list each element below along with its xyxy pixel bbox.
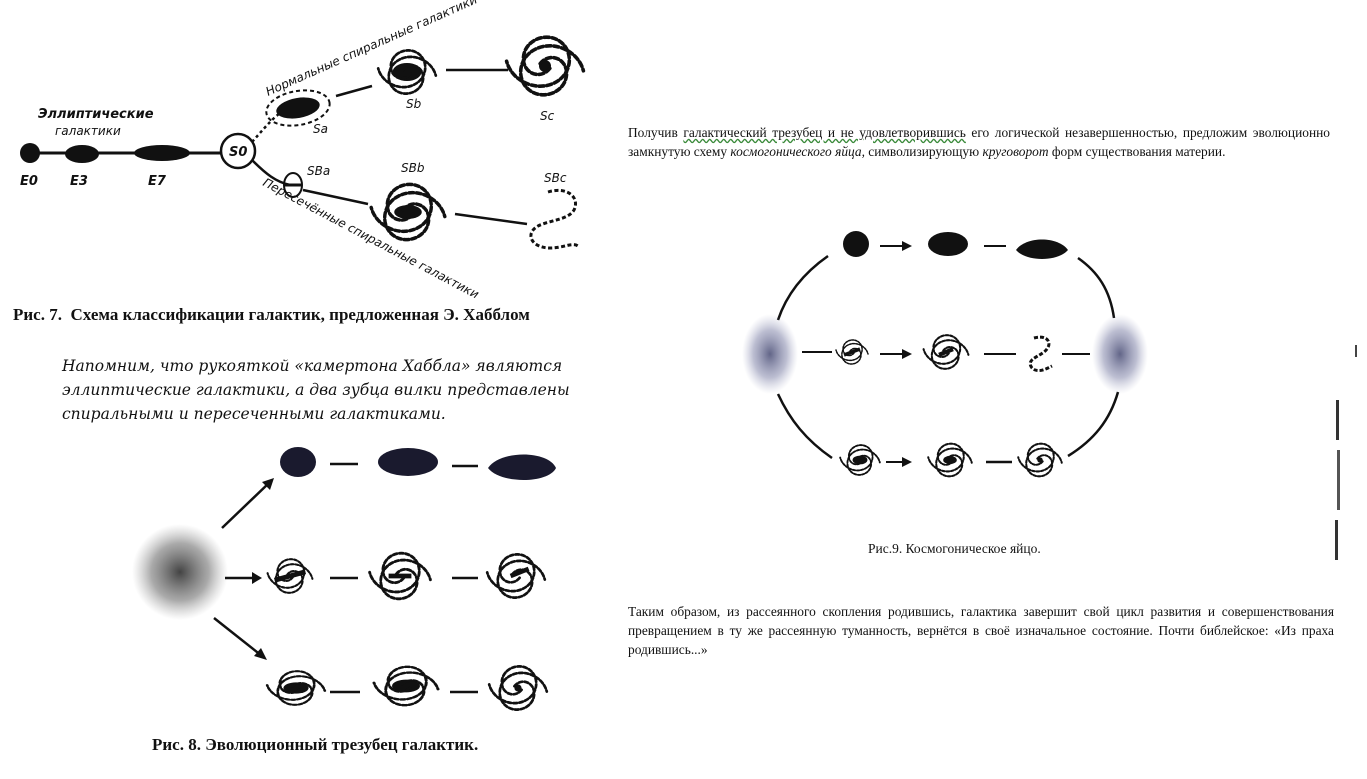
fig7-lower-branch xyxy=(251,159,579,250)
galaxy-sbc xyxy=(529,189,579,250)
fig7-handle xyxy=(20,132,257,170)
paragraph-conclusion: Таким образом, из рассеянного скопления … xyxy=(628,604,1334,657)
fig9-elliptical-3 xyxy=(1016,239,1068,259)
fig8-barred-1 xyxy=(266,558,314,594)
galaxy-e0 xyxy=(20,143,40,163)
paragraph-intro: Получив галактический трезубец и не удов… xyxy=(628,125,1330,159)
fig8-elliptical-2 xyxy=(378,448,438,476)
fig7-type-sbc: SBc xyxy=(544,171,567,185)
fig8-barred-3 xyxy=(485,553,547,599)
galaxy-sba xyxy=(283,172,303,198)
fig8-caption: Рис. 8. Эволюционный трезубец галактик. xyxy=(152,735,479,754)
fig8-diagram xyxy=(132,447,556,711)
fig8-elliptical-1 xyxy=(280,447,316,477)
fig7-upper-branch xyxy=(251,35,586,143)
fig7-type-sb: Sb xyxy=(406,97,422,111)
galaxy-sbb xyxy=(369,182,447,242)
galaxy-e3 xyxy=(65,145,99,163)
galaxy-s0 xyxy=(219,132,257,170)
fig8-spiral-2 xyxy=(372,665,440,707)
scan-edge-artifact xyxy=(1335,345,1357,560)
galaxy-sc xyxy=(504,35,586,97)
fig8-spiral-1 xyxy=(265,669,327,707)
fig7-caption-text: Схема классификации галактик, предложенн… xyxy=(70,305,530,324)
fig7-type-sc: Sc xyxy=(540,109,555,123)
fig9-elliptical-1 xyxy=(843,231,869,257)
fig7-type-e7: E7 xyxy=(148,174,167,189)
galaxy-sb xyxy=(376,49,438,95)
fig7-type-sa: Sa xyxy=(313,122,328,136)
fig7-caption: Рис. 7. Схема классификации галактик, пр… xyxy=(13,305,530,325)
fig9-diagram xyxy=(742,231,1148,478)
fig8-intro: Напомним, что рукояткой «камертона Хаббл… xyxy=(62,354,622,426)
galaxy-e7 xyxy=(134,145,190,161)
fig7-type-s0: S0 xyxy=(229,145,247,160)
fig7-label-normal: Нормальные спиральные галактики xyxy=(264,0,480,99)
fig7-label-barred: Пересечённые спиральные галактики xyxy=(261,175,482,301)
fig8-spiral-3 xyxy=(487,665,549,711)
fig9-caption: Рис.9. Космогоническое яйцо. xyxy=(868,541,1041,556)
fig7-caption-number: Рис. 7. xyxy=(13,305,62,324)
fig9-cloud-right xyxy=(1092,314,1148,394)
fig9-elliptical-2 xyxy=(928,232,968,256)
fig7-type-e3: E3 xyxy=(70,174,88,189)
fig7-label-elliptical-1: Эллиптические xyxy=(38,107,154,122)
fig9-spiral-3 xyxy=(1017,442,1063,478)
fig9-cloud-left xyxy=(742,314,798,394)
fig8-diffuse-cloud xyxy=(132,524,228,620)
fig9-barred-1 xyxy=(835,339,869,365)
fig8-elliptical-3 xyxy=(488,454,556,480)
fig9-spiral-2 xyxy=(927,442,973,478)
fig9-barred-2 xyxy=(922,334,970,370)
galaxy-sa xyxy=(276,97,320,119)
fig7-type-sbb: SBb xyxy=(401,161,425,175)
fig8-barred-2 xyxy=(368,551,432,601)
fig8-intro-line-2: эллиптические галактики, а два зубца вил… xyxy=(62,381,570,399)
underlined-phrase: галактический трезубец и не удовлетворив… xyxy=(683,125,966,140)
fig7-label-elliptical-2: галактики xyxy=(55,124,121,138)
fig7-type-sba: SBa xyxy=(307,164,330,178)
fig7-type-e0: E0 xyxy=(20,174,38,189)
fig8-intro-line-1: Напомним, что рукояткой «камертона Хаббл… xyxy=(62,357,563,375)
fig8-intro-line-3: спиральными и пересеченными галактиками. xyxy=(62,405,446,423)
fig9-spiral-1 xyxy=(839,444,881,476)
fig9-barred-3 xyxy=(1028,335,1053,373)
